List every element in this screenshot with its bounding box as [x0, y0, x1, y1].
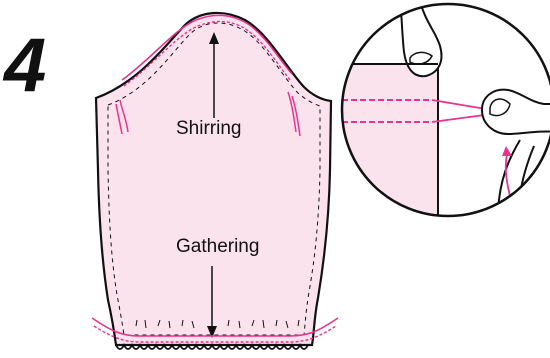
detail-content: [340, 0, 550, 230]
gathering-label: Gathering: [176, 237, 259, 256]
shirring-label: Shirring: [176, 119, 241, 138]
